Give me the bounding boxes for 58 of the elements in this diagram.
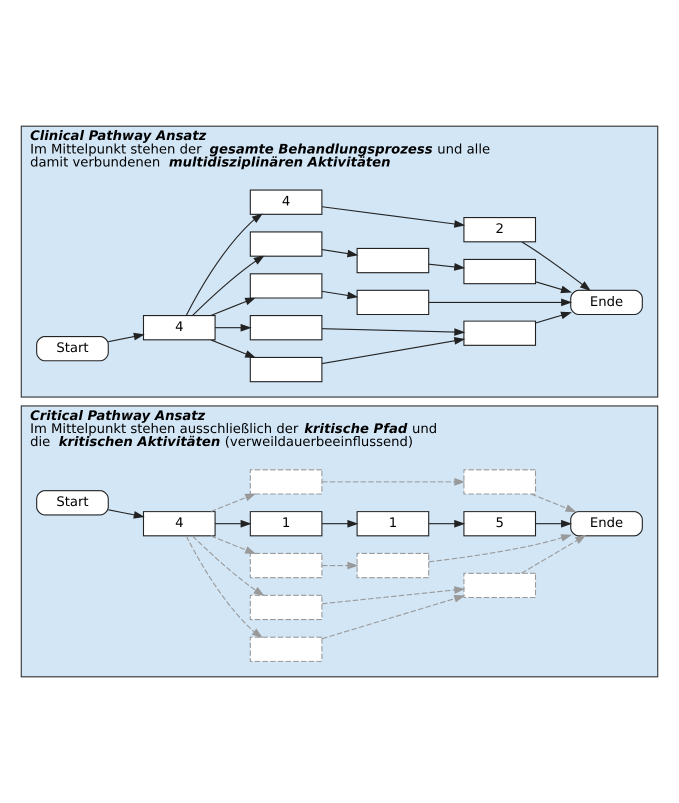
node-box: [250, 552, 322, 578]
node-box: 1: [250, 511, 322, 536]
node-box: [463, 258, 536, 284]
arrow: [108, 509, 145, 519]
node-box: [250, 636, 322, 662]
arrow: [186, 536, 263, 638]
arrow: [322, 248, 358, 258]
arrow: [186, 213, 263, 316]
arrow: [210, 535, 256, 554]
arrow: [428, 534, 572, 562]
arrow: [322, 562, 358, 570]
node-box: [463, 320, 536, 346]
arrow: [522, 242, 591, 292]
node-box: 4: [142, 315, 216, 340]
arrow: [428, 263, 466, 271]
arrow: [536, 281, 572, 294]
arrow: [322, 290, 358, 300]
arrow: [322, 328, 466, 336]
arrow: [108, 332, 145, 342]
arrow: [428, 520, 466, 528]
arrow: [428, 298, 572, 306]
node-box: 5: [463, 511, 536, 536]
node-box: [250, 315, 322, 340]
arrow: [322, 594, 466, 640]
arrow: [322, 337, 466, 364]
node-box: Start: [36, 490, 109, 516]
arrow: [536, 312, 572, 324]
arrow: [536, 520, 572, 528]
node-box: [250, 594, 322, 620]
arrow: [322, 520, 358, 528]
node-box: 4: [142, 511, 216, 536]
node-box: 1: [356, 511, 430, 536]
node-box: [356, 248, 430, 274]
arrow: [322, 586, 466, 604]
arrow: [210, 297, 256, 316]
arrow: [192, 255, 265, 316]
arrow: [192, 536, 265, 596]
node-box: [250, 273, 322, 299]
arrow: [215, 324, 252, 332]
node-box: Start: [36, 336, 109, 362]
node-box: 4: [250, 190, 322, 215]
node-box: [463, 572, 536, 598]
arrow: [215, 520, 252, 528]
arrow: [322, 206, 466, 228]
node-box: [356, 552, 430, 578]
arrow: [531, 494, 577, 512]
node-box: [250, 356, 322, 382]
arrow: [210, 493, 256, 512]
node-box: Ende: [570, 290, 643, 316]
node-box: 2: [463, 217, 536, 242]
arrow: [322, 478, 466, 486]
node-box: [250, 231, 322, 257]
node-box: [356, 290, 430, 316]
arrow: [210, 339, 256, 358]
node-box: Ende: [570, 511, 643, 536]
node-box: [250, 469, 322, 495]
arrow: [521, 535, 586, 574]
node-box: [463, 469, 536, 495]
